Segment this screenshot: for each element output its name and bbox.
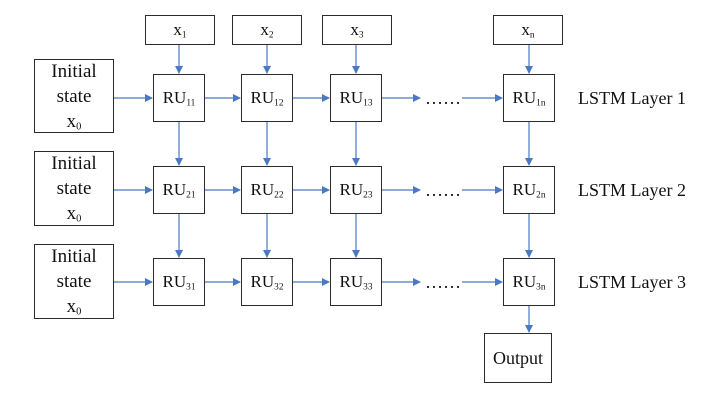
layer-label-1: LSTM Layer 1 [578,88,686,108]
initial-state-line2: state [56,85,92,107]
initial-state-line2: state [56,271,92,292]
input-label: x3 [350,20,364,41]
ru-2n: RU2n [503,166,555,214]
ru-1n: RU1n [503,74,555,122]
ru-21: RU21 [153,166,205,214]
input-label: xn [521,20,535,41]
input-label: x1 [173,20,187,41]
layer-label-3: LSTM Layer 3 [578,272,686,292]
output-box: Output [484,333,552,383]
initial-state-box-3: Initial state x0 [34,244,114,319]
ellipsis-layer-2: …… [425,180,461,200]
ru-23: RU23 [330,166,382,214]
initial-state-box-1: Initial state x0 [34,59,114,133]
input-box-x1: x1 [145,15,215,45]
ru-32: RU32 [241,258,293,306]
ru-11: RU11 [153,74,205,122]
input-box-x2: x2 [232,15,302,45]
initial-state-line1: Initial [51,153,97,174]
ru-3n: RU3n [503,258,555,306]
input-box-xn: xn [493,15,563,45]
input-box-x3: x3 [322,15,392,45]
initial-state-line3: x0 [66,110,82,133]
ru-31: RU31 [153,258,205,306]
ru-12: RU12 [241,74,293,122]
initial-state-line1: Initial [51,60,97,82]
ru-22: RU22 [241,166,293,214]
ellipsis-layer-3: …… [425,272,461,292]
initial-state-box-2: Initial state x0 [34,151,114,226]
initial-state-line2: state [56,178,92,199]
initial-state-line3: x0 [66,203,82,225]
ellipsis-layer-1: …… [425,88,461,108]
ru-13: RU13 [330,74,382,122]
layer-label-2: LSTM Layer 2 [578,180,686,200]
ru-33: RU33 [330,258,382,306]
input-label: x2 [260,20,274,41]
initial-state-line1: Initial [51,246,97,267]
initial-state-line3: x0 [66,296,82,318]
